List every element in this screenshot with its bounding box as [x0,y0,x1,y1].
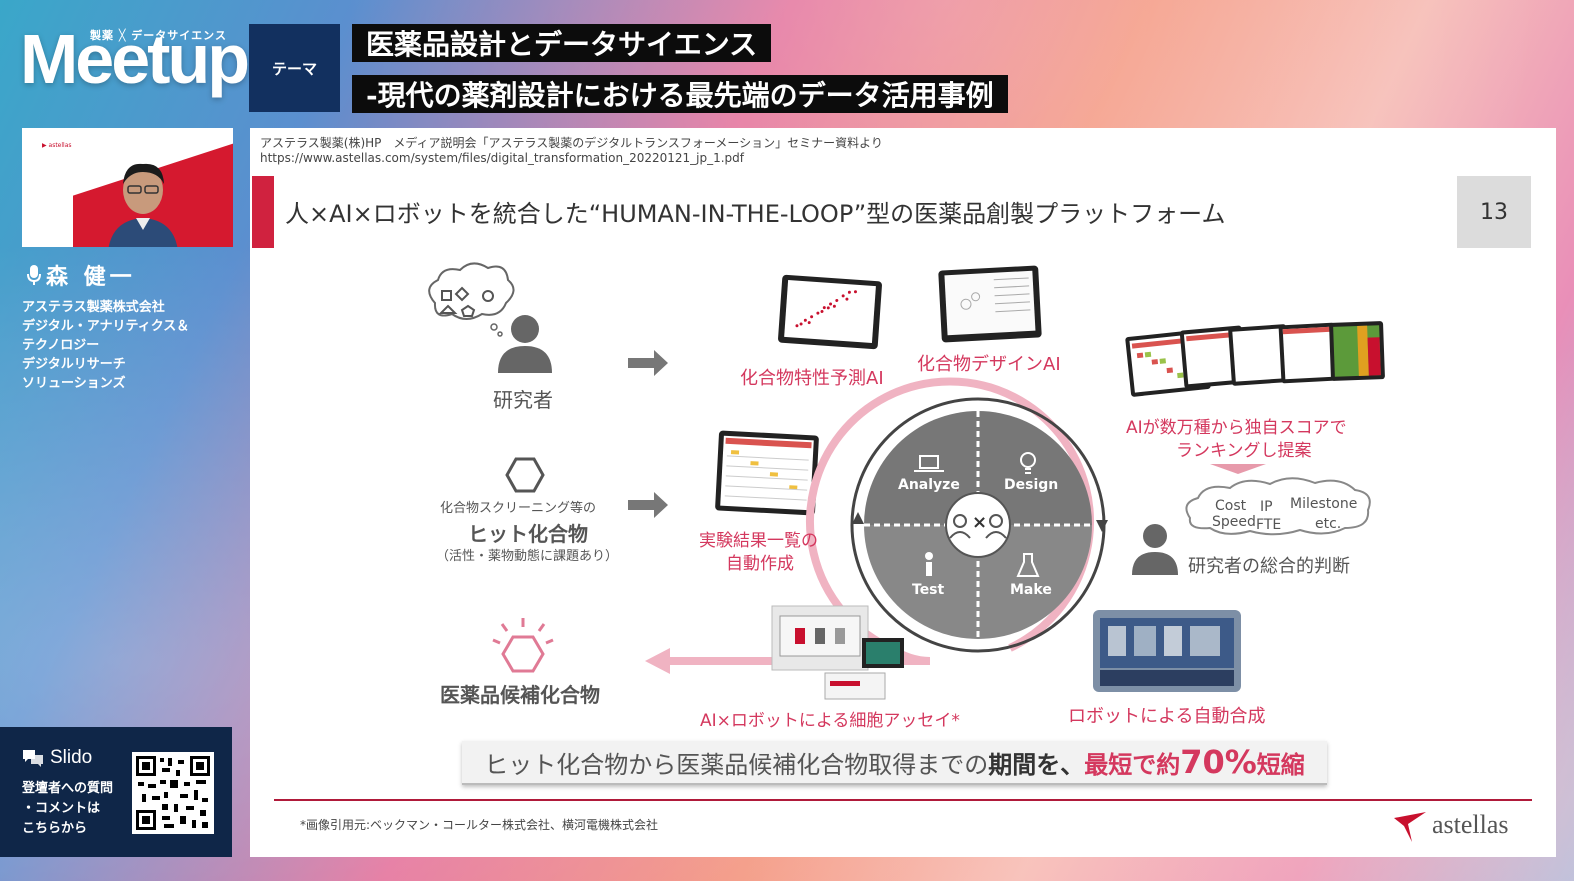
ranking-label-line2: ランキングし提案 [1176,441,1312,461]
cycle-design: Design [1004,477,1059,493]
event-title-line1: 医薬品設計とデータサイエンス [352,24,772,62]
source-citation: アステラス製薬(株)HP メディア説明会「アステラス製薬のデジタルトランスフォー… [260,136,883,150]
auto-report-label-line1: 実験結果一覧の [699,531,818,551]
criteria-fte: FTE [1256,517,1282,533]
cycle-analyze: Analyze [898,477,960,493]
meetup-logo-subtitle: 製薬 ╳ データサイエンス [90,29,227,42]
human-ai-icon [949,514,1007,539]
auto-synthesis-label: ロボットによる自動合成 [1068,706,1266,727]
speaker-video: ▶ astellas [22,128,233,247]
criteria-speed: Speed [1212,514,1256,530]
auto-report-label-line2: 自動作成 [726,554,794,574]
speaker-avatar [108,163,178,247]
experiment-report-screen [715,430,819,516]
hit-compound-note: （活性・薬物動態に課題あり） [436,549,619,564]
human-ai-cross: × [972,512,988,533]
compound-design-screen [938,265,1042,343]
speaker-name-text: 森 健一 [46,265,136,290]
thought-cloud-icon [428,262,515,337]
source-url[interactable]: https://www.astellas.com/system/files/di… [260,151,745,165]
slide-title: 人×AI×ロボットを統合した“HUMAN-IN-THE-LOOP”型の医薬品創製… [285,200,1226,228]
theme-label: テーマ [249,24,340,112]
qr-code[interactable] [132,752,214,834]
astellas-star-icon [1394,812,1426,842]
property-prediction-screen [778,274,882,350]
hexagon-icon [505,457,545,493]
speaker-name: 森 健一 [26,259,136,291]
slido-instructions: 登壇者への質問 ・コメントは こちらから [22,781,114,836]
astellas-mini-logo: ▶ astellas [42,142,72,149]
chat-bubbles-icon [23,750,43,767]
criteria-ip: IP [1260,499,1273,515]
hit-compound-label: ヒット化合物 [468,522,588,546]
drug-candidate-label: 医薬品候補化合物 [440,683,600,707]
title-accent-bar [252,176,274,248]
lightbulb-icon [1020,452,1036,474]
chevron-down-icon [1210,464,1266,474]
decision-maker-icon [1132,524,1178,575]
footer-divider [274,799,1532,801]
cell-assay-robot-photo [771,605,904,700]
candidate-compound-icon [492,618,554,673]
image-credit-footnote: *画像引用元:ベックマン・コールター株式会社、横河電機株式会社 [300,818,659,832]
cell-assay-label: AI×ロボットによる細胞アッセイ* [700,711,960,731]
criteria-etc: etc. [1315,516,1342,532]
auto-synthesis-robot-photo [1093,610,1241,692]
flask-icon [1016,553,1040,577]
ranking-label-line1: AIが数万種から独自スコアで [1126,418,1347,438]
laptop-icon [914,455,944,472]
criteria-milestone: Milestone [1290,496,1358,512]
researcher-label: 研究者 [493,388,553,412]
slido-panel: Slido 登壇者への質問 ・コメントは こちらから [0,727,232,857]
researcher-icon [498,315,552,373]
property-prediction-ai-label: 化合物特性予測AI [740,368,884,389]
compound-design-ai-label: 化合物デザインAI [917,354,1061,375]
slide-number: 13 [1457,176,1531,248]
presentation-slide: アステラス製薬(株)HP メディア説明会「アステラス製薬のデジタルトランスフォー… [250,128,1556,857]
speaker-affiliation: アステラス製薬株式会社 デジタル・アナリティクス＆ テクノロジー デジタルリサー… [22,300,190,391]
test-person-icon [925,552,933,576]
overall-judgment-label: 研究者の総合的判断 [1188,556,1350,577]
criteria-cloud [1185,477,1371,536]
platform-diagram [428,262,1385,700]
event-title-line2: -現代の薬剤設計における最先端のデータ活用事例 [352,75,1008,113]
meetup-logo: Meetup [20,20,250,98]
ranking-screens [1125,321,1385,397]
slido-title: Slido [22,747,92,769]
microphone-icon [27,265,41,285]
arrow-right-icon [628,350,668,518]
criteria-cost: Cost [1215,498,1247,514]
cycle-make: Make [1010,582,1052,598]
astellas-logo: astellas [1392,808,1509,842]
cycle-test: Test [912,582,945,598]
hit-compound-sub-label: 化合物スクリーニング等の [440,501,597,516]
